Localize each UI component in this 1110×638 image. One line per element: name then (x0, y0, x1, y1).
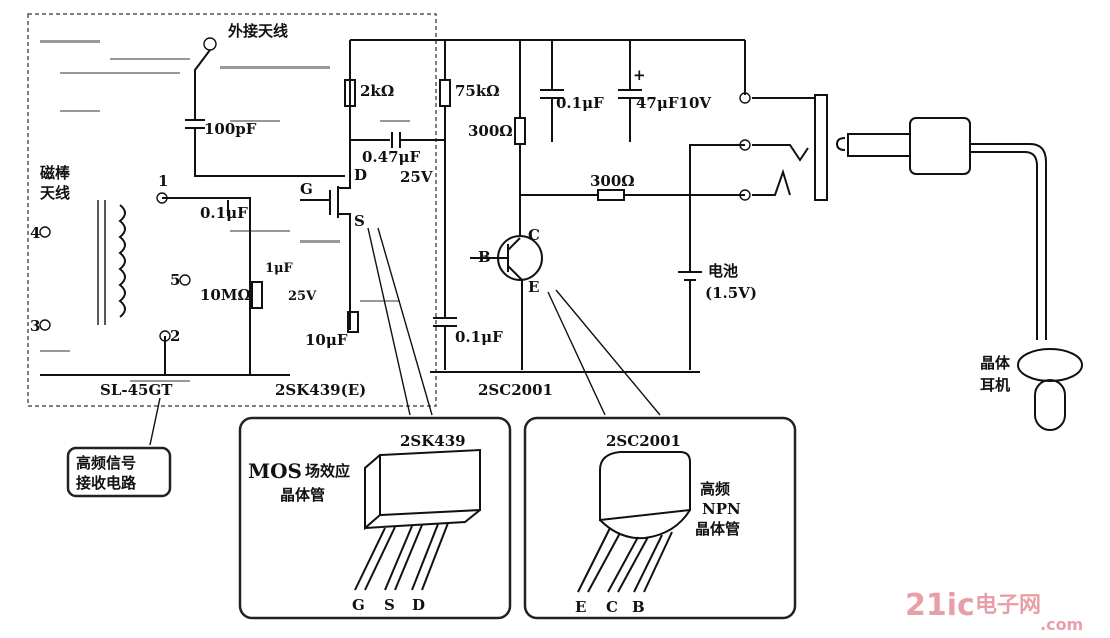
label-25v-mid: 25V (288, 289, 317, 304)
npn-package-box (523, 416, 797, 620)
mos-title-a: MOS (248, 459, 302, 483)
label-25v-top: 25V (400, 168, 433, 186)
mos-pin-s: S (384, 596, 395, 614)
label-earphone-1: 晶体 (980, 354, 1011, 372)
npn-desc-3: 晶体管 (695, 520, 740, 538)
earphone-plug (835, 117, 1047, 340)
watermark-brand: 21ic (905, 588, 975, 623)
label-pin-s: S (354, 212, 365, 230)
label-pin-d: D (354, 166, 367, 184)
watermark-cn: 电子网 (975, 593, 1041, 618)
label-node-1: 1 (158, 172, 168, 190)
label-r-300-top: 300Ω (468, 122, 513, 140)
label-battery: 电池 (708, 262, 738, 280)
label-c-047uf: 0.47μF (362, 148, 421, 166)
label-node-2: 2 (170, 327, 180, 345)
label-rx-2: 接收电路 (76, 474, 137, 492)
callout-mos-2 (377, 227, 433, 416)
label-external-antenna: 外接天线 (227, 22, 288, 40)
resistor-300-mid (597, 189, 625, 201)
loop-antenna-coil (97, 200, 126, 325)
mosfet-2sk439 (300, 150, 351, 330)
receiver-region (27, 13, 437, 407)
node-5 (179, 274, 191, 286)
label-c-47uf: 47μF10V (636, 94, 711, 112)
jack-terminal-top (739, 92, 751, 104)
label-rod-antenna-1: 磁棒 (40, 164, 71, 182)
resistor-300-top (514, 117, 526, 145)
label-pin-b: B (478, 248, 491, 266)
label-model-sl: SL-45GT (100, 381, 173, 399)
label-r-2k: 2kΩ (360, 82, 394, 100)
label-c-100pf: 100pF (204, 120, 257, 138)
npn-2sc2001 (470, 235, 543, 370)
cap-10uf (347, 311, 359, 333)
antenna-wire (194, 49, 211, 120)
label-model-2sk: 2SK439(E) (275, 381, 366, 399)
npn-part-label: 2SC2001 (606, 432, 681, 450)
resistor-10m (251, 281, 263, 309)
watermark-logo: 21ic 电子网 .com (905, 588, 1083, 634)
plus-sign: + (633, 66, 646, 84)
label-c-1uf: 1μF (265, 261, 294, 276)
watermark-domain: .com (1040, 615, 1083, 634)
label-rx-1: 高频信号 (76, 454, 136, 472)
mos-package-drawing (354, 448, 481, 591)
scan-noise (40, 40, 410, 382)
callout-npn-2 (555, 289, 661, 416)
mos-title-c: 晶体管 (280, 486, 325, 504)
node-3 (39, 319, 51, 331)
mos-package-box (238, 416, 512, 620)
rx-circuit-box (66, 446, 172, 498)
mos-part-label: 2SK439 (400, 432, 466, 450)
callout-npn-1 (547, 291, 606, 416)
label-c-01uf-top: 0.1μF (556, 94, 604, 112)
earphone-bud (1017, 348, 1083, 431)
label-c-10uf: 10μF (305, 331, 348, 349)
node-4 (39, 226, 51, 238)
jack-terminal-mid (739, 139, 751, 151)
callout-mos-1 (367, 227, 411, 416)
label-earphone-2: 耳机 (980, 376, 1010, 394)
jack-socket (814, 94, 828, 201)
label-model-2sc: 2SC2001 (478, 381, 553, 399)
label-node-4: 4 (30, 224, 40, 242)
mos-pin-g: G (352, 596, 365, 614)
npn-pin-e: E (575, 598, 586, 616)
label-c-01uf-bot: 0.1μF (455, 328, 503, 346)
label-r-300-mid: 300Ω (590, 172, 635, 190)
mos-pin-d: D (412, 596, 425, 614)
label-node-5: 5 (170, 271, 180, 289)
label-pin-c: C (528, 226, 540, 244)
label-pin-g: G (300, 180, 313, 198)
label-rod-antenna-2: 天线 (40, 184, 70, 202)
label-battery-voltage: (1.5V) (705, 284, 757, 302)
npn-pin-c: C (606, 598, 618, 616)
npn-package-drawing (577, 451, 691, 593)
npn-desc-1: 高频 (700, 480, 730, 498)
label-r-75k: 75kΩ (455, 82, 500, 100)
antenna-terminal (203, 37, 217, 51)
npn-pin-b: B (632, 598, 645, 616)
jack-terminal-bot (739, 189, 751, 201)
label-r-10m: 10MΩ (200, 286, 251, 304)
mos-title-b: 场效应 (305, 462, 350, 480)
label-c-01uf-mid: 0.1μF (200, 204, 248, 222)
label-node-3: 3 (30, 317, 40, 335)
label-pin-e: E (528, 278, 539, 296)
resistor-2k (344, 79, 356, 107)
resistor-75k (439, 79, 451, 107)
npn-desc-2: NPN (702, 500, 741, 518)
